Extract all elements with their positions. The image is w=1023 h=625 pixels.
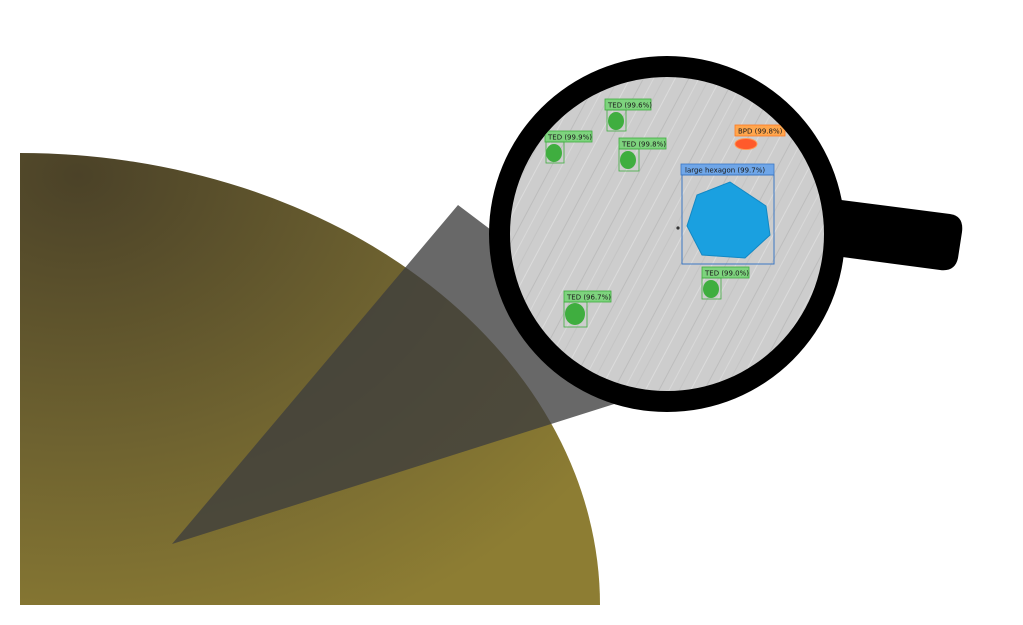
magnifying-glass-icon: TED (99.6%) TED (99.9%) TED (99.8%) — [489, 56, 963, 412]
detection-label: TED (99.6%) — [607, 102, 652, 110]
lens-view: TED (99.6%) TED (99.9%) TED (99.8%) — [510, 77, 824, 391]
bpd-detection: BPD (99.8%) — [734, 124, 786, 150]
ted-detection: TED (99.6%) — [604, 98, 652, 132]
wafer-sector — [20, 153, 600, 605]
magnifier-handle — [805, 196, 963, 271]
ted-detection: TED (99.0%) — [701, 266, 750, 300]
ted-detection: TED (96.7%) — [563, 290, 612, 328]
detection-label: TED (96.7%) — [566, 294, 611, 302]
detection-label: BPD (99.8%) — [738, 128, 783, 136]
detection-label: large hexagon (99.7%) — [685, 167, 765, 175]
hexagon-detection: large hexagon (99.7%) — [676, 163, 775, 265]
detection-label: TED (99.8%) — [621, 141, 666, 149]
ted-detection: TED (99.9%) — [544, 130, 593, 164]
detection-label: TED (99.9%) — [547, 134, 592, 142]
ted-detection: TED (99.8%) — [618, 137, 667, 172]
detection-label: TED (99.0%) — [704, 270, 749, 278]
